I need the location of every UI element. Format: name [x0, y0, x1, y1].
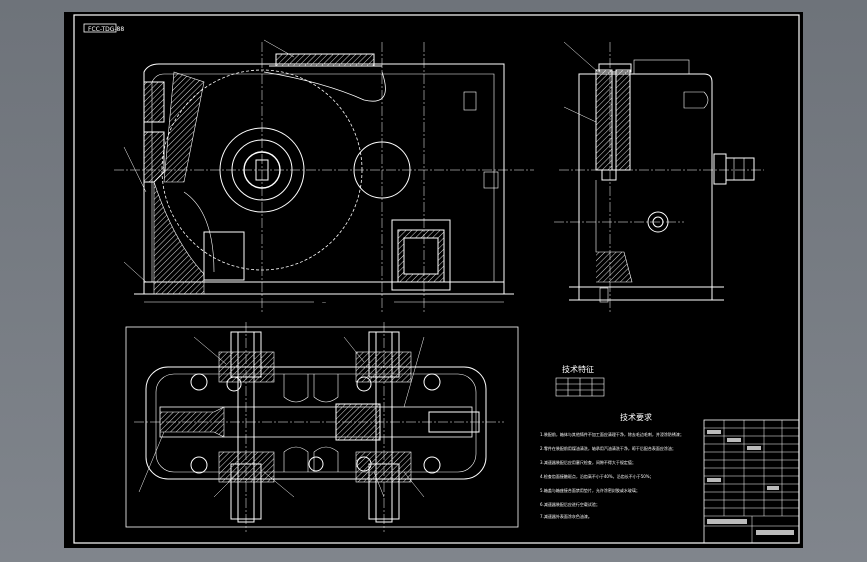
- front-view: —: [114, 39, 534, 312]
- requirement-5: 5.箱盖与箱座接合面禁用垫片，允许涂密封胶或水玻璃；: [540, 487, 640, 493]
- title-block: [703, 419, 800, 544]
- requirement-1: 1.装配前，箱体与其他铸件不加工面应清理干净，除去毛边毛刺，并浸涂防锈漆；: [540, 431, 684, 437]
- drawing-code-box: [83, 23, 117, 33]
- spec-title: 技术特征: [562, 364, 594, 374]
- requirement-7: 7.减速器外表面涂灰色油漆。: [540, 513, 592, 519]
- cad-drawing: FCC-TDG-88: [73, 14, 800, 544]
- plan-view: [125, 322, 519, 532]
- spec-table: [555, 377, 605, 397]
- req-title: 技术要求: [620, 412, 652, 422]
- svg-text:—: —: [322, 300, 326, 305]
- spec-block: 技术特征: [555, 364, 605, 397]
- drawing-code: FCC-TDG-88: [88, 26, 124, 33]
- drawing-frame: [73, 14, 800, 544]
- drawing-canvas: FCC-TDG-88: [64, 12, 803, 548]
- side-view: [554, 41, 764, 312]
- requirement-4: 4.检查齿面接触斑点，沿齿高不小于40%，沿齿长不小于50%；: [540, 473, 654, 479]
- requirement-2: 2.零件在装配前用煤油清洗，轴承用汽油清洗干净，晾干后配合表面应涂油；: [540, 445, 676, 451]
- requirements-block: 技术要求 1.装配前，箱体与其他铸件不加工面应清理干净，除去毛边毛刺，并浸涂防锈…: [540, 412, 684, 519]
- requirement-3: 3.减速器装配后应用塞尺检查，间隙不得大于规定值；: [540, 459, 636, 465]
- requirement-6: 6.减速器装配后应进行空载试验；: [540, 501, 600, 507]
